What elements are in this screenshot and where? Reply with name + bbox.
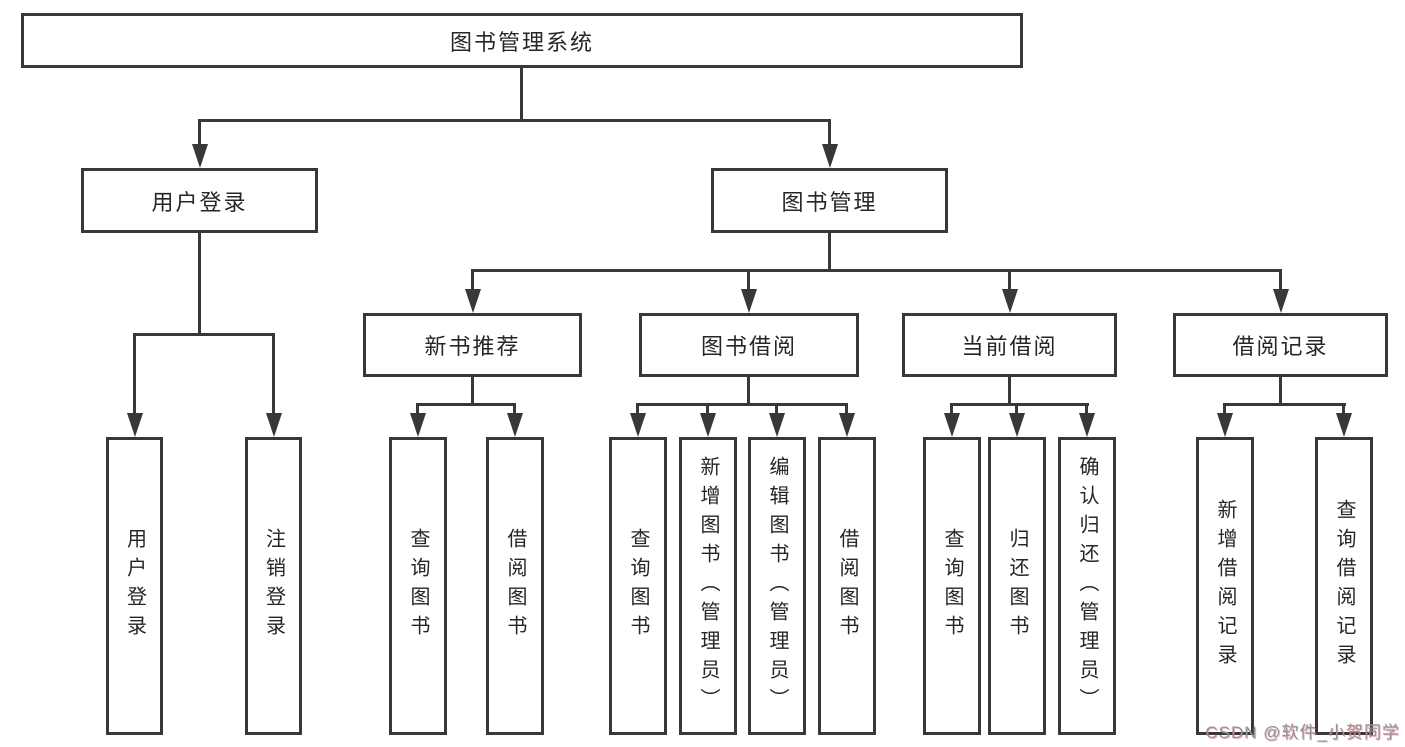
connector-hline bbox=[416, 403, 516, 406]
connector-vline bbox=[416, 403, 419, 415]
connector-vline bbox=[1015, 403, 1018, 415]
node-library-management-system: 图书管理系统 bbox=[21, 13, 1023, 68]
node-borrowing-records: 借阅记录 bbox=[1173, 313, 1388, 377]
connector-vline bbox=[1223, 403, 1226, 415]
connector-vline bbox=[133, 333, 136, 415]
node-label: 图书管理 bbox=[781, 189, 878, 215]
connector-vline bbox=[1279, 375, 1282, 405]
connector-vline bbox=[828, 231, 831, 271]
node-label: 借阅图书 bbox=[504, 528, 526, 644]
node-label: 查询图书 bbox=[407, 528, 429, 644]
node-current-return-books: 归还图书 bbox=[988, 437, 1046, 735]
node-records-add-borrow-record: 新增借阅记录 bbox=[1196, 437, 1254, 735]
node-label: 图书借阅 bbox=[700, 334, 797, 359]
node-label: 借阅记录 bbox=[1232, 334, 1329, 359]
arrowhead-down bbox=[1002, 289, 1018, 313]
connector-vline bbox=[272, 333, 275, 415]
connector-hline bbox=[1223, 403, 1346, 406]
connector-vline bbox=[636, 403, 639, 415]
node-label: 查询图书 bbox=[941, 528, 963, 644]
connector-vline bbox=[1008, 375, 1011, 405]
connector-hline bbox=[636, 403, 848, 406]
connector-vline bbox=[471, 269, 474, 291]
arrowhead-down bbox=[1217, 413, 1233, 437]
arrowhead-down bbox=[1273, 289, 1289, 313]
node-label: 新增借阅记录 bbox=[1214, 499, 1236, 673]
node-book-management: 图书管理 bbox=[711, 168, 948, 233]
connector-vline bbox=[950, 403, 953, 415]
connector-vline bbox=[198, 119, 201, 146]
connector-vline bbox=[198, 231, 201, 335]
node-label: 查询借阅记录 bbox=[1333, 499, 1355, 673]
arrowhead-down bbox=[769, 413, 785, 437]
connector-vline bbox=[513, 403, 516, 415]
arrowhead-down bbox=[822, 144, 838, 168]
node-label: 图书管理系统 bbox=[449, 29, 594, 55]
node-current-query-books: 查询图书 bbox=[923, 437, 981, 735]
connector-vline bbox=[747, 269, 750, 291]
node-label: 当前借阅 bbox=[961, 334, 1058, 359]
node-label: 编辑图书（管理员） bbox=[766, 455, 788, 717]
arrowhead-down bbox=[1009, 413, 1025, 437]
connector-vline bbox=[747, 375, 750, 405]
node-borrowing-add-books-admin: 新增图书（管理员） bbox=[679, 437, 737, 735]
node-label: 用户登录 bbox=[151, 189, 248, 215]
connector-hline bbox=[198, 119, 831, 122]
node-label: 用户登录 bbox=[123, 528, 146, 644]
connector-hline bbox=[133, 333, 275, 336]
node-recommend-query-books: 查询图书 bbox=[389, 437, 447, 735]
node-leaf-logout: 注销登录 bbox=[245, 437, 302, 735]
node-label: 新增图书（管理员） bbox=[697, 455, 719, 717]
arrowhead-down bbox=[1079, 413, 1095, 437]
connector-hline bbox=[471, 269, 1282, 272]
arrowhead-down bbox=[127, 413, 143, 437]
csdn-watermark: CSDN @软件_小贺同学 bbox=[1205, 723, 1400, 742]
arrowhead-down bbox=[465, 289, 481, 313]
connector-vline bbox=[520, 66, 523, 122]
arrowhead-down bbox=[944, 413, 960, 437]
connector-vline bbox=[775, 403, 778, 415]
node-recommend-borrow-books: 借阅图书 bbox=[486, 437, 544, 735]
arrowhead-down bbox=[700, 413, 716, 437]
node-book-borrowing: 图书借阅 bbox=[639, 313, 859, 377]
node-current-confirm-return-admin: 确认归还（管理员） bbox=[1058, 437, 1116, 735]
connector-vline bbox=[1279, 269, 1282, 291]
node-label: 归还图书 bbox=[1006, 528, 1028, 644]
arrowhead-down bbox=[192, 144, 208, 168]
connector-vline bbox=[471, 375, 474, 405]
arrowhead-down bbox=[630, 413, 646, 437]
arrowhead-down bbox=[839, 413, 855, 437]
node-borrowing-borrow-books: 借阅图书 bbox=[818, 437, 876, 735]
connector-vline bbox=[1008, 269, 1011, 291]
node-label: 借阅图书 bbox=[836, 528, 858, 644]
node-label: 注销登录 bbox=[262, 528, 285, 644]
arrowhead-down bbox=[507, 413, 523, 437]
node-borrowing-query-books: 查询图书 bbox=[609, 437, 667, 735]
node-borrowing-edit-books-admin: 编辑图书（管理员） bbox=[748, 437, 806, 735]
node-user-login: 用户登录 bbox=[81, 168, 318, 233]
connector-vline bbox=[1342, 403, 1345, 415]
connector-vline bbox=[828, 119, 831, 146]
arrowhead-down bbox=[1336, 413, 1352, 437]
node-leaf-user-login: 用户登录 bbox=[106, 437, 163, 735]
arrowhead-down bbox=[410, 413, 426, 437]
arrowhead-down bbox=[741, 289, 757, 313]
connector-vline bbox=[1085, 403, 1088, 415]
node-current-borrowing: 当前借阅 bbox=[902, 313, 1117, 377]
connector-vline bbox=[845, 403, 848, 415]
connector-hline bbox=[950, 403, 1089, 406]
node-new-book-recommend: 新书推荐 bbox=[363, 313, 582, 377]
node-label: 新书推荐 bbox=[424, 334, 521, 359]
node-records-query-borrow-record: 查询借阅记录 bbox=[1315, 437, 1373, 735]
node-label: 查询图书 bbox=[627, 528, 649, 644]
node-label: 确认归还（管理员） bbox=[1076, 455, 1098, 717]
arrowhead-down bbox=[266, 413, 282, 437]
connector-vline bbox=[706, 403, 709, 415]
